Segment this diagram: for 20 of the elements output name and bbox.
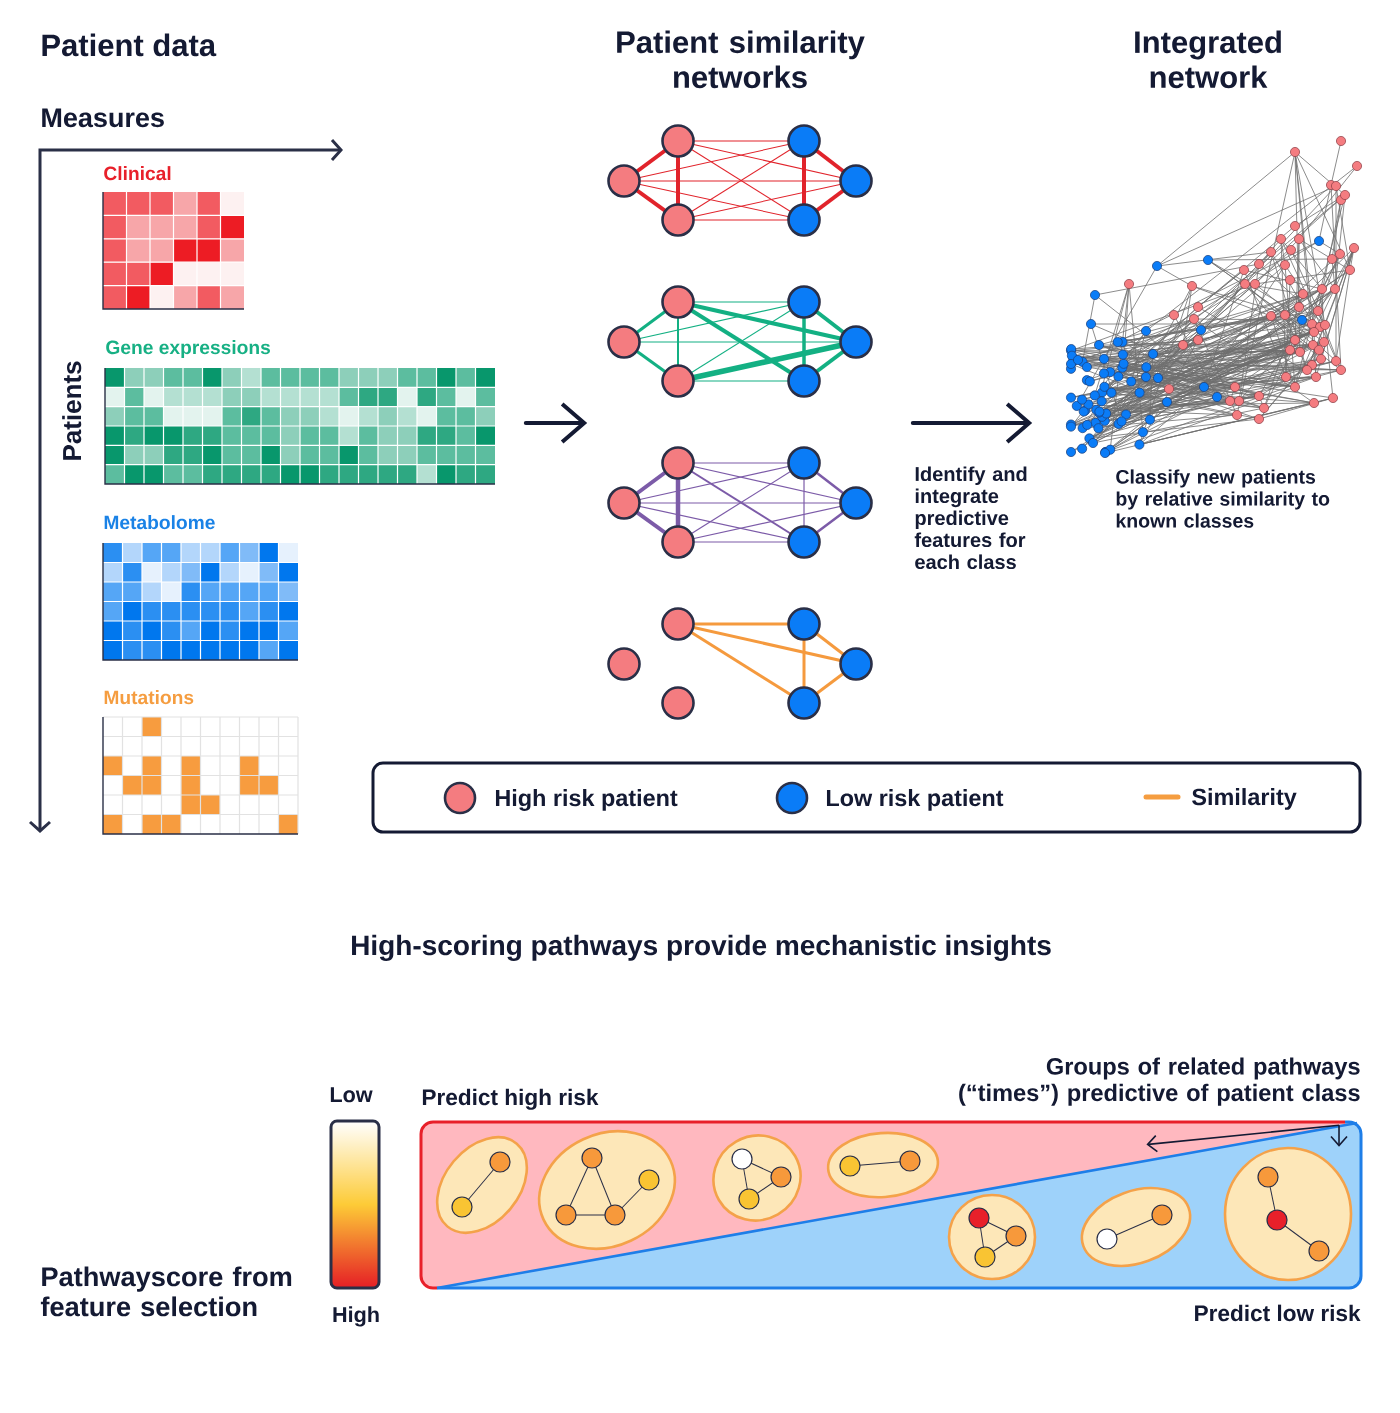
scale-label: High xyxy=(333,1306,379,1327)
network-graph xyxy=(1066,136,1362,458)
column-heading: Patient data xyxy=(42,33,217,57)
scale-title: Pathwayscore from feature selection xyxy=(40,1266,292,1317)
scale-label: Low xyxy=(330,1087,373,1103)
region-label: Predict low risk xyxy=(1195,1304,1361,1322)
leader-arrow xyxy=(1330,1124,1348,1147)
legend-label: Low risk patient xyxy=(826,789,1004,811)
legend-label: High risk patient xyxy=(495,789,678,811)
region-label: Predict high risk xyxy=(422,1088,599,1110)
edge-label: Identify and integrate predictive features for each class xyxy=(914,466,1027,570)
arrow xyxy=(910,402,1033,444)
axis-label: Measures xyxy=(42,108,164,128)
legend-label: Similarity xyxy=(1192,788,1297,810)
leader-arrow xyxy=(1146,1124,1340,1153)
section-heading: High-scoring pathways provide mechanistic insights xyxy=(352,934,1051,961)
column-heading: Integrated network xyxy=(1135,30,1281,89)
column-heading: Patient similarity networks xyxy=(617,30,865,89)
description-text: Classify new patients by relative similarity to known classes xyxy=(1116,469,1330,528)
callout-text: Groups of related pathways (“times”) predictive of patient class xyxy=(959,1057,1360,1106)
